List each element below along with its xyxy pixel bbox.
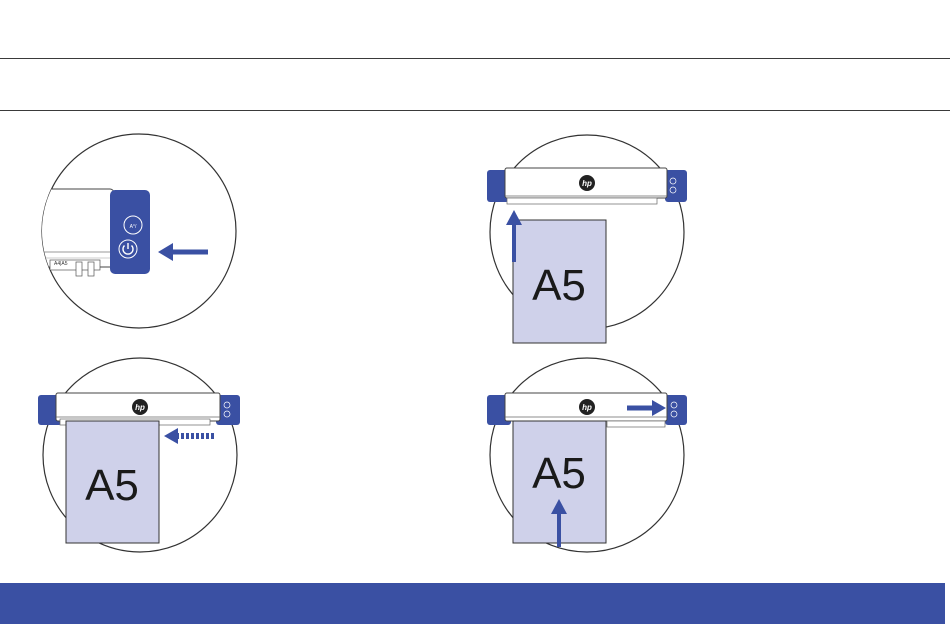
- step-power-on-illustration: A°/ A4|A5: [30, 122, 250, 342]
- bottom-rule: [0, 110, 950, 111]
- scanner: hp: [487, 168, 687, 204]
- step-adjust-guide-illustration: hp A5: [30, 345, 250, 565]
- paper-size-label: A5: [85, 461, 139, 510]
- step-insert-paper: hp A5: [477, 122, 697, 342]
- scanner: hp: [38, 393, 240, 425]
- step-power-on: A°/ A4|A5: [30, 122, 250, 342]
- svg-text:hp: hp: [135, 403, 145, 412]
- svg-text:hp: hp: [582, 403, 592, 412]
- step-insert-paper-illustration: hp A5: [477, 122, 697, 342]
- step-adjust-guide: hp A5: [30, 345, 250, 565]
- paper-size-label: A5: [532, 449, 586, 498]
- feed-button-label: A°/: [130, 224, 137, 230]
- svg-text:hp: hp: [582, 179, 592, 188]
- size-marks: A4|A5: [54, 261, 68, 267]
- step-feed-and-scan-illustration: hp A5: [477, 345, 697, 565]
- paper-size-label: A5: [532, 261, 586, 310]
- scanner-body: [30, 189, 114, 267]
- footer-bar: [0, 583, 945, 624]
- scanner-end-cap: [110, 190, 150, 274]
- step-feed-and-scan: hp A5: [477, 345, 697, 565]
- top-rule: [0, 58, 950, 59]
